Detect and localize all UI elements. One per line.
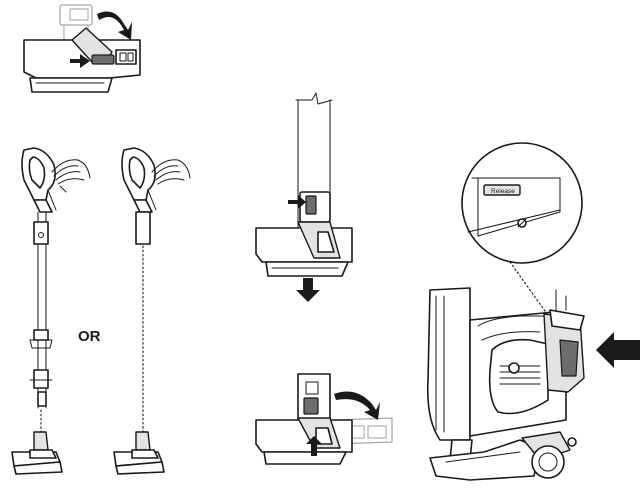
small-nozzle-right (113, 431, 165, 475)
upright-vacuum-base (426, 287, 585, 481)
panel-step4-reattach-nozzle (255, 373, 393, 465)
release-latch (483, 184, 521, 196)
or-label: OR (78, 328, 101, 345)
release-label: Release (491, 188, 515, 195)
nozzle-base (29, 77, 113, 93)
curved-arrow-icon (334, 391, 380, 420)
push-arrow-icon (288, 195, 306, 209)
brush-hairs (51, 159, 91, 193)
brush-hairs-alt (151, 159, 191, 185)
panel-release-latch: Release (426, 142, 640, 481)
push-arrow-icon (70, 54, 90, 68)
small-nozzle-left (11, 431, 63, 475)
panel-step3-pull-nozzle (255, 92, 353, 302)
panel-step1-nozzle-release (23, 4, 141, 93)
zoom-callout (461, 142, 583, 264)
push-arrow-icon (596, 332, 640, 368)
panel-step2-wand-assembly (11, 147, 91, 475)
up-arrow-icon (306, 436, 322, 456)
curved-arrow-icon (97, 11, 132, 40)
down-arrow-icon (296, 278, 320, 302)
panel-step2-handle-only (113, 147, 191, 475)
